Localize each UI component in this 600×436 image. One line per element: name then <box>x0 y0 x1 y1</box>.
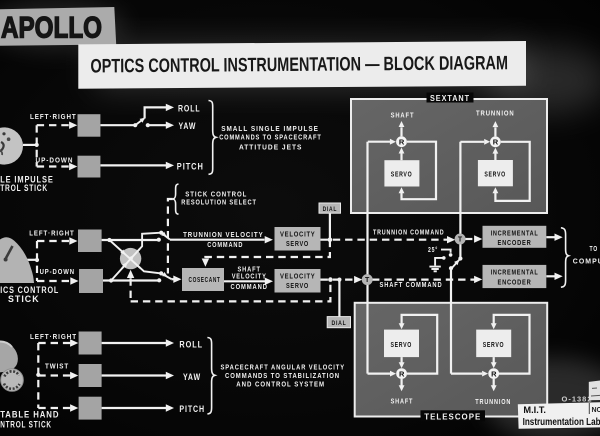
svg-text:R: R <box>399 369 405 378</box>
svg-text:ROLL: ROLL <box>178 104 201 114</box>
svg-text:TRUNNION VELOCITY: TRUNNION VELOCITY <box>183 230 264 239</box>
svg-text:R: R <box>399 137 405 146</box>
svg-text:SERVO: SERVO <box>483 342 505 349</box>
svg-text:TELESCOPE: TELESCOPE <box>424 411 481 421</box>
svg-text:OPTICS CONTROL INSTRUMENTATION: OPTICS CONTROL INSTRUMENTATION — BLOCK D… <box>90 52 508 77</box>
svg-text:YAW: YAW <box>179 121 197 131</box>
svg-text:Instrumentation Lab: Instrumentation Lab <box>523 417 600 428</box>
svg-text:M.I.T.: M.I.T. <box>523 405 546 415</box>
svg-text:T: T <box>458 237 463 244</box>
svg-text:INCREMENTAL: INCREMENTAL <box>491 269 539 276</box>
svg-text:SPACECRAFT ANGULAR VELOCITY: SPACECRAFT ANGULAR VELOCITY <box>221 364 346 371</box>
svg-text:SHAFT COMMAND: SHAFT COMMAND <box>380 280 443 289</box>
svg-text:O-1382: O-1382 <box>562 394 593 403</box>
svg-text:UP-DOWN: UP-DOWN <box>40 267 75 276</box>
svg-text:ICS CONTROL: ICS CONTROL <box>0 285 59 295</box>
svg-text:INCREMENTAL: INCREMENTAL <box>491 230 539 237</box>
svg-text:ATTITUDE JETS: ATTITUDE JETS <box>239 143 302 152</box>
svg-text:PITCH: PITCH <box>177 161 204 171</box>
svg-text:COMMAND: COMMAND <box>231 282 268 291</box>
svg-text:R: R <box>493 138 499 147</box>
svg-text:ENCODER: ENCODER <box>498 279 532 286</box>
svg-text:SERVO: SERVO <box>391 172 413 179</box>
svg-text:UP-DOWN: UP-DOWN <box>36 156 74 165</box>
svg-text:SHAFT: SHAFT <box>391 397 414 406</box>
svg-text:COSECANT: COSECANT <box>189 275 221 284</box>
svg-text:AND CONTROL SYSTEM: AND CONTROL SYSTEM <box>236 382 325 389</box>
svg-text:DIAL: DIAL <box>323 206 338 213</box>
svg-text:ROLL: ROLL <box>179 339 203 349</box>
svg-text:ENCODER: ENCODER <box>498 240 532 247</box>
svg-text:TRUNNION: TRUNNION <box>476 109 515 118</box>
svg-text:TROL STICK: TROL STICK <box>0 183 48 193</box>
svg-text:LE IMPULSE: LE IMPULSE <box>0 174 54 184</box>
svg-text:NTROL STICK: NTROL STICK <box>0 419 52 429</box>
svg-text:COMPUTER: COMPUTER <box>573 256 600 265</box>
svg-text:SERVO: SERVO <box>484 171 506 178</box>
svg-text:COMMAND: COMMAND <box>207 240 243 249</box>
svg-text:VELOCITY: VELOCITY <box>232 272 267 281</box>
svg-text:VELOCITY: VELOCITY <box>280 272 316 281</box>
svg-text:NO: NO <box>592 407 600 414</box>
svg-text:LEFT·RIGHT: LEFT·RIGHT <box>29 228 74 237</box>
svg-text:LEFT·RIGHT: LEFT·RIGHT <box>30 332 77 341</box>
svg-text:TRUNNION: TRUNNION <box>475 397 511 406</box>
svg-text:RESOLUTION SELECT: RESOLUTION SELECT <box>181 197 256 206</box>
svg-text:TRUNNION COMMAND: TRUNNION COMMAND <box>373 228 444 237</box>
svg-text:TO: TO <box>590 244 599 253</box>
svg-text:R: R <box>491 369 497 378</box>
svg-text:SERVO: SERVO <box>391 342 413 349</box>
svg-text:STICK: STICK <box>8 294 40 304</box>
svg-text:25°: 25° <box>428 245 438 254</box>
svg-text:SHAFT: SHAFT <box>238 265 261 274</box>
svg-text:YAW: YAW <box>183 372 201 382</box>
svg-text:SERVO: SERVO <box>286 239 309 248</box>
svg-text:SERVO: SERVO <box>286 281 309 290</box>
svg-text:VELOCITY: VELOCITY <box>280 230 316 239</box>
svg-text:TWIST: TWIST <box>45 362 69 371</box>
svg-text:DIAL: DIAL <box>332 320 347 327</box>
svg-text:PITCH: PITCH <box>179 404 205 414</box>
svg-text:COMMANDS TO SPACECRAFT: COMMANDS TO SPACECRAFT <box>219 133 322 142</box>
svg-text:SMALL SINGLE IMPULSE: SMALL SINGLE IMPULSE <box>221 124 319 133</box>
svg-text:APOLLO: APOLLO <box>1 12 102 45</box>
svg-text:LEFT·RIGHT: LEFT·RIGHT <box>30 112 77 121</box>
svg-text:STICK CONTROL: STICK CONTROL <box>185 189 247 198</box>
svg-text:TABLE HAND: TABLE HAND <box>0 410 59 420</box>
svg-text:SHAFT: SHAFT <box>391 110 415 119</box>
svg-text:COMMANDS TO STABILIZATION: COMMANDS TO STABILIZATION <box>225 373 340 380</box>
svg-text:T: T <box>365 277 370 284</box>
svg-text:SEXTANT: SEXTANT <box>430 93 470 103</box>
